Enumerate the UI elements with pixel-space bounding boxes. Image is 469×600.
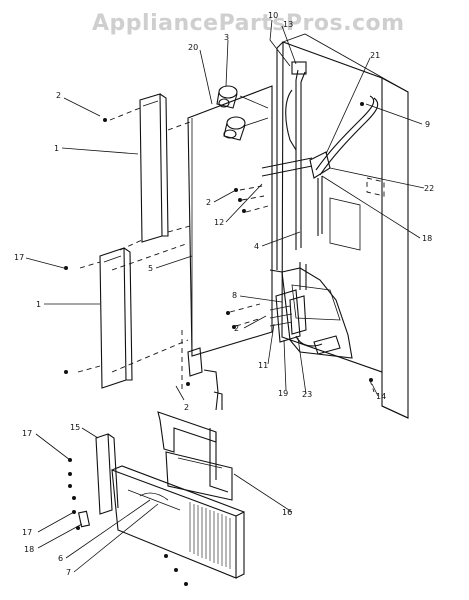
callout-6: 6 xyxy=(58,554,63,563)
callout-12: 12 xyxy=(214,218,224,227)
watermark-text: AppliancePartsPros.com xyxy=(92,11,405,36)
water-valve-assembly xyxy=(269,262,341,355)
callout-2: 2 xyxy=(184,403,189,412)
callout-13: 13 xyxy=(283,20,293,29)
callout-23: 23 xyxy=(302,390,312,399)
grille-vents xyxy=(189,502,231,569)
callout-10: 10 xyxy=(268,11,278,20)
screws xyxy=(64,102,373,586)
callout-16: 16 xyxy=(282,508,292,517)
alignment-lines xyxy=(77,107,375,393)
callout-21: 21 xyxy=(370,51,380,60)
callout-19: 19 xyxy=(278,389,288,398)
leader-lines xyxy=(25,19,425,573)
callout-18: 18 xyxy=(422,234,432,243)
callout-3: 3 xyxy=(224,33,229,42)
callout-22: 22 xyxy=(424,184,434,193)
callout-17: 17 xyxy=(22,429,32,438)
bracket xyxy=(187,347,223,411)
water-line xyxy=(261,61,379,250)
callout-2: 2 xyxy=(56,91,61,100)
callout-14: 14 xyxy=(376,392,386,401)
callout-2: 2 xyxy=(206,198,211,207)
callout-18: 18 xyxy=(24,545,34,554)
cover-panel-5 xyxy=(187,85,273,357)
grille-assembly xyxy=(77,411,245,579)
callout-1: 1 xyxy=(54,144,59,153)
callout-2: 2 xyxy=(234,324,239,333)
callout-5: 5 xyxy=(148,264,153,273)
side-panel-lower xyxy=(99,247,133,389)
callout-4: 4 xyxy=(254,242,259,251)
light-socket-assembly xyxy=(216,85,269,141)
side-panel-upper xyxy=(139,93,169,243)
callout-8: 8 xyxy=(232,291,237,300)
callout-9: 9 xyxy=(425,120,430,129)
callout-1: 1 xyxy=(36,300,41,309)
callout-11: 11 xyxy=(258,361,268,370)
callout-17: 17 xyxy=(22,528,32,537)
callout-labels: 2 1 17 1 20 3 10 13 21 9 22 2 12 18 4 5 … xyxy=(14,11,434,577)
callout-7: 7 xyxy=(66,568,71,577)
callout-15: 15 xyxy=(70,423,80,432)
callout-17: 17 xyxy=(14,253,24,262)
callout-20: 20 xyxy=(188,43,198,52)
